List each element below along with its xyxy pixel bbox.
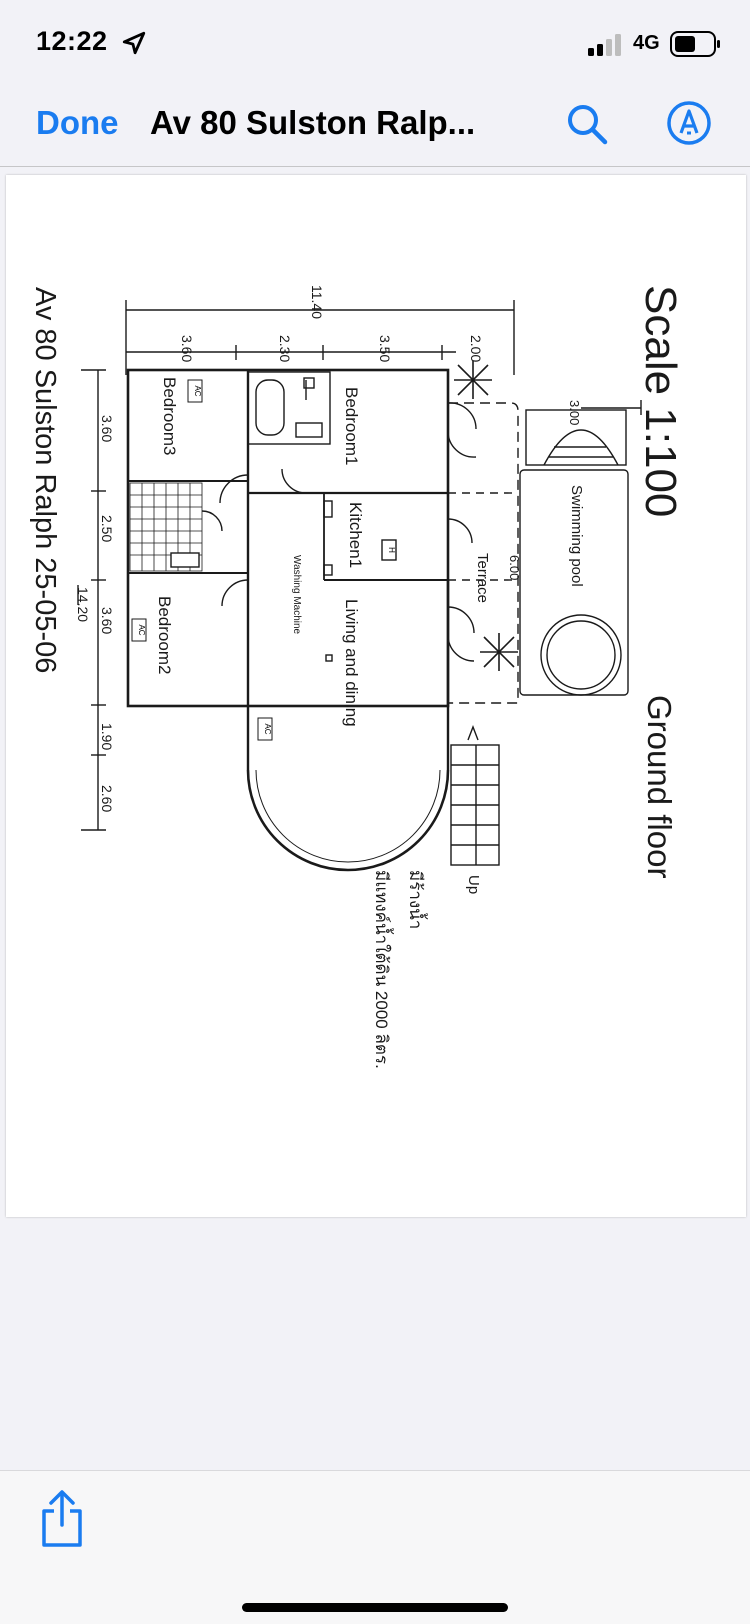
ac-label-bedroom3: AC bbox=[193, 385, 202, 396]
home-indicator bbox=[242, 1603, 508, 1612]
note-line-2: มีแทงค์น้ำใต้ดิน 2000 ลิตร. bbox=[372, 870, 394, 1069]
status-bar: 12:22 4G bbox=[0, 0, 750, 80]
dim-side-c: 3.60 bbox=[99, 607, 115, 634]
dim-top-total: 11.40 bbox=[309, 285, 325, 319]
cellular-signal-icon bbox=[588, 34, 621, 56]
stairs-up: Up bbox=[465, 875, 482, 894]
room-bedroom2: Bedroom2 bbox=[155, 596, 174, 674]
dim-side-b: 2.50 bbox=[99, 515, 115, 542]
plan-scale: Scale 1:100 bbox=[636, 285, 685, 517]
room-kitchen: Kitchen1 bbox=[346, 502, 365, 568]
bottom-toolbar bbox=[0, 1470, 750, 1624]
note-line-1: มีร้างน้ำ bbox=[406, 870, 428, 929]
floor-plan-drawing: AC AC AC H Scale 1:100 Ground floor Av 8… bbox=[29, 285, 685, 1069]
room-bedroom1: Bedroom1 bbox=[342, 387, 361, 465]
share-icon[interactable] bbox=[38, 1489, 86, 1549]
room-living-dining: Living and dining bbox=[342, 599, 361, 727]
markup-pen-icon[interactable] bbox=[666, 100, 712, 146]
dim-side-e: 2.60 bbox=[99, 785, 115, 812]
dim-top-d: 2.00 bbox=[468, 335, 484, 362]
dim-pool-width: 3.00 bbox=[567, 400, 582, 425]
dim-side-total: 14.20 bbox=[75, 587, 91, 622]
dim-top-c: 3.50 bbox=[377, 335, 393, 362]
document-page[interactable]: AC AC AC H Scale 1:100 Ground floor Av 8… bbox=[6, 175, 746, 1217]
search-icon[interactable] bbox=[565, 102, 609, 146]
room-terrace: Terrace bbox=[474, 553, 491, 603]
heater-label: H bbox=[387, 547, 396, 553]
ac-units: AC AC AC H bbox=[131, 379, 396, 741]
battery-icon bbox=[670, 31, 720, 57]
navigation-bar: Done Av 80 Sulston Ralp... bbox=[0, 86, 750, 166]
document-title: Av 80 Sulston Ralp... bbox=[150, 104, 476, 141]
dim-top-a: 3.60 bbox=[179, 335, 195, 362]
status-time: 12:22 bbox=[36, 26, 108, 56]
washing-machine: Washing Machine bbox=[291, 555, 302, 635]
done-button[interactable]: Done bbox=[36, 104, 119, 141]
dim-side-d: 1.90 bbox=[99, 723, 115, 750]
network-type: 4G bbox=[633, 32, 660, 54]
location-arrow-icon bbox=[122, 31, 146, 55]
nav-separator bbox=[0, 166, 750, 167]
dim-side-a: 3.60 bbox=[99, 415, 115, 442]
ac-label-bedroom2: AC bbox=[137, 624, 146, 635]
plan-floor: Ground floor bbox=[641, 695, 678, 878]
room-bedroom3: Bedroom3 bbox=[160, 377, 179, 455]
room-pool: Swimming pool bbox=[568, 485, 585, 587]
dim-terrace-width: 6.00 bbox=[507, 555, 522, 580]
plan-title: Av 80 Sulston Ralph 25-05-06 bbox=[29, 287, 61, 673]
ac-label-living: AC bbox=[263, 723, 272, 734]
dim-top-b: 2.30 bbox=[277, 335, 293, 362]
